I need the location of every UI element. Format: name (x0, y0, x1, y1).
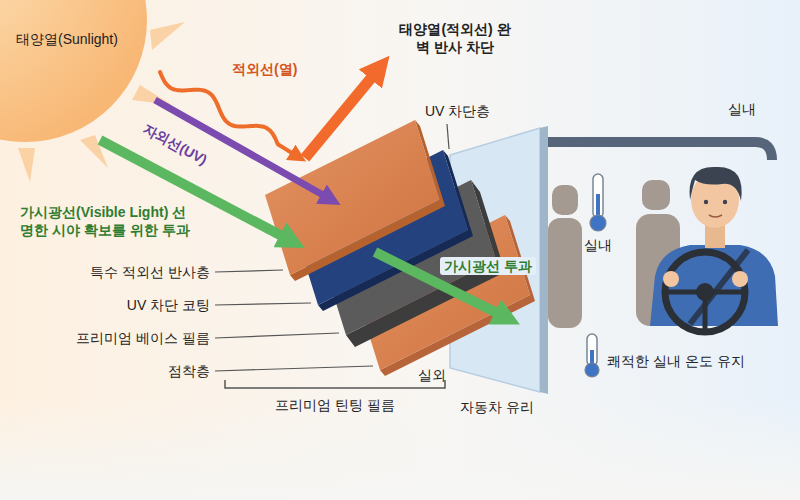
seat-headrest (552, 185, 578, 215)
infrared-label: 적외선(열) (232, 60, 297, 78)
thermometer-icon (585, 334, 599, 377)
steering-hub (696, 283, 714, 301)
film-label: 프리미엄 틴팅 필름 (275, 396, 395, 414)
driver-eye (723, 200, 727, 204)
steering-wheel (665, 252, 745, 332)
sun-label: 태양열(Sunlight) (16, 30, 118, 48)
car-glass (540, 126, 548, 394)
thermometer-icon (590, 174, 606, 231)
sun (18, 148, 35, 182)
layer-label: 점착층 (168, 362, 210, 380)
comfort-note: 쾌적한 실내 온도 유지 (607, 352, 745, 370)
leader-lines (215, 333, 339, 338)
ir-reflective-layer (265, 120, 445, 281)
zone-label: 실내 (584, 236, 612, 254)
sun (132, 85, 172, 105)
leader-lines (215, 124, 449, 371)
leader-lines (447, 124, 449, 149)
glass-label: 자동차 유리 (460, 398, 534, 416)
reflected-heat-arrow (305, 77, 372, 158)
uv-label: 자외선(UV) (140, 119, 211, 169)
transmission-label: 가시광선 투과 (440, 257, 536, 275)
zone-label: 실외 (418, 366, 446, 384)
driver-mouth (709, 215, 722, 217)
seat (548, 218, 582, 328)
leader-lines (215, 366, 373, 371)
thermometer-icon (590, 215, 606, 231)
film-bracket (225, 380, 445, 388)
layer-label: UV 차단 코팅 (127, 296, 210, 314)
driver-eye (704, 200, 708, 204)
seat-headrest (642, 180, 670, 210)
sun (150, 22, 185, 50)
driver-hand (732, 271, 748, 287)
layer-label: 특수 적외선 반사층 (90, 263, 210, 281)
sun (0, 0, 185, 182)
reflection-note: 태양열(적외선) 완벽 반사 차단 (395, 20, 515, 56)
thermometer-icon (585, 363, 599, 377)
visible-light-note: 가시광선(Visible Light) 선명한 시야 확보를 위한 투과 (20, 203, 200, 239)
car-interior (548, 142, 778, 332)
layer-label: 프리미엄 베이스 필름 (76, 329, 210, 347)
ir-reflective-layer (265, 120, 440, 275)
leader-lines (215, 270, 283, 272)
background-fade (0, 400, 800, 500)
driver-hair (690, 167, 742, 201)
sun (0, 0, 147, 142)
car-roof (548, 142, 772, 160)
driver-hand (663, 271, 679, 287)
zone-label: 실내 (728, 100, 756, 118)
layer-label: UV 차단층 (425, 102, 490, 120)
leader-lines (215, 303, 311, 305)
